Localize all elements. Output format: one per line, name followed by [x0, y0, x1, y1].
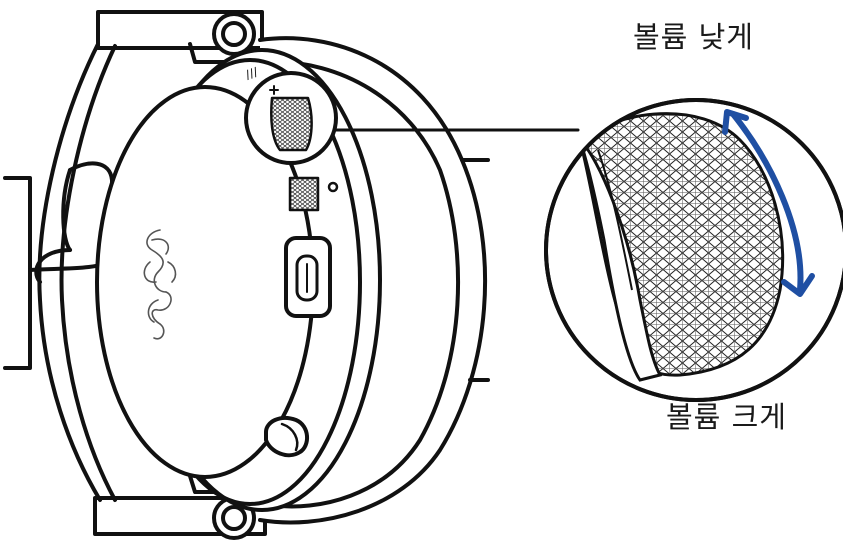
- volume-dial-zoom: [544, 98, 843, 402]
- double-arrow-icon: [722, 109, 815, 297]
- usb-c-port: [284, 236, 332, 318]
- razer-snake-logo-icon: [143, 229, 177, 340]
- volume-down-label: 볼륨 낮게: [633, 20, 754, 54]
- headband-slider: [3, 42, 117, 502]
- volume-up-label: 볼륨 크게: [666, 400, 787, 434]
- mic-mute-slider: [288, 176, 339, 212]
- volume-dial-small: [244, 71, 338, 165]
- audio-jack: [264, 415, 309, 458]
- svg-text:∕∕/: ∕∕/: [244, 64, 261, 82]
